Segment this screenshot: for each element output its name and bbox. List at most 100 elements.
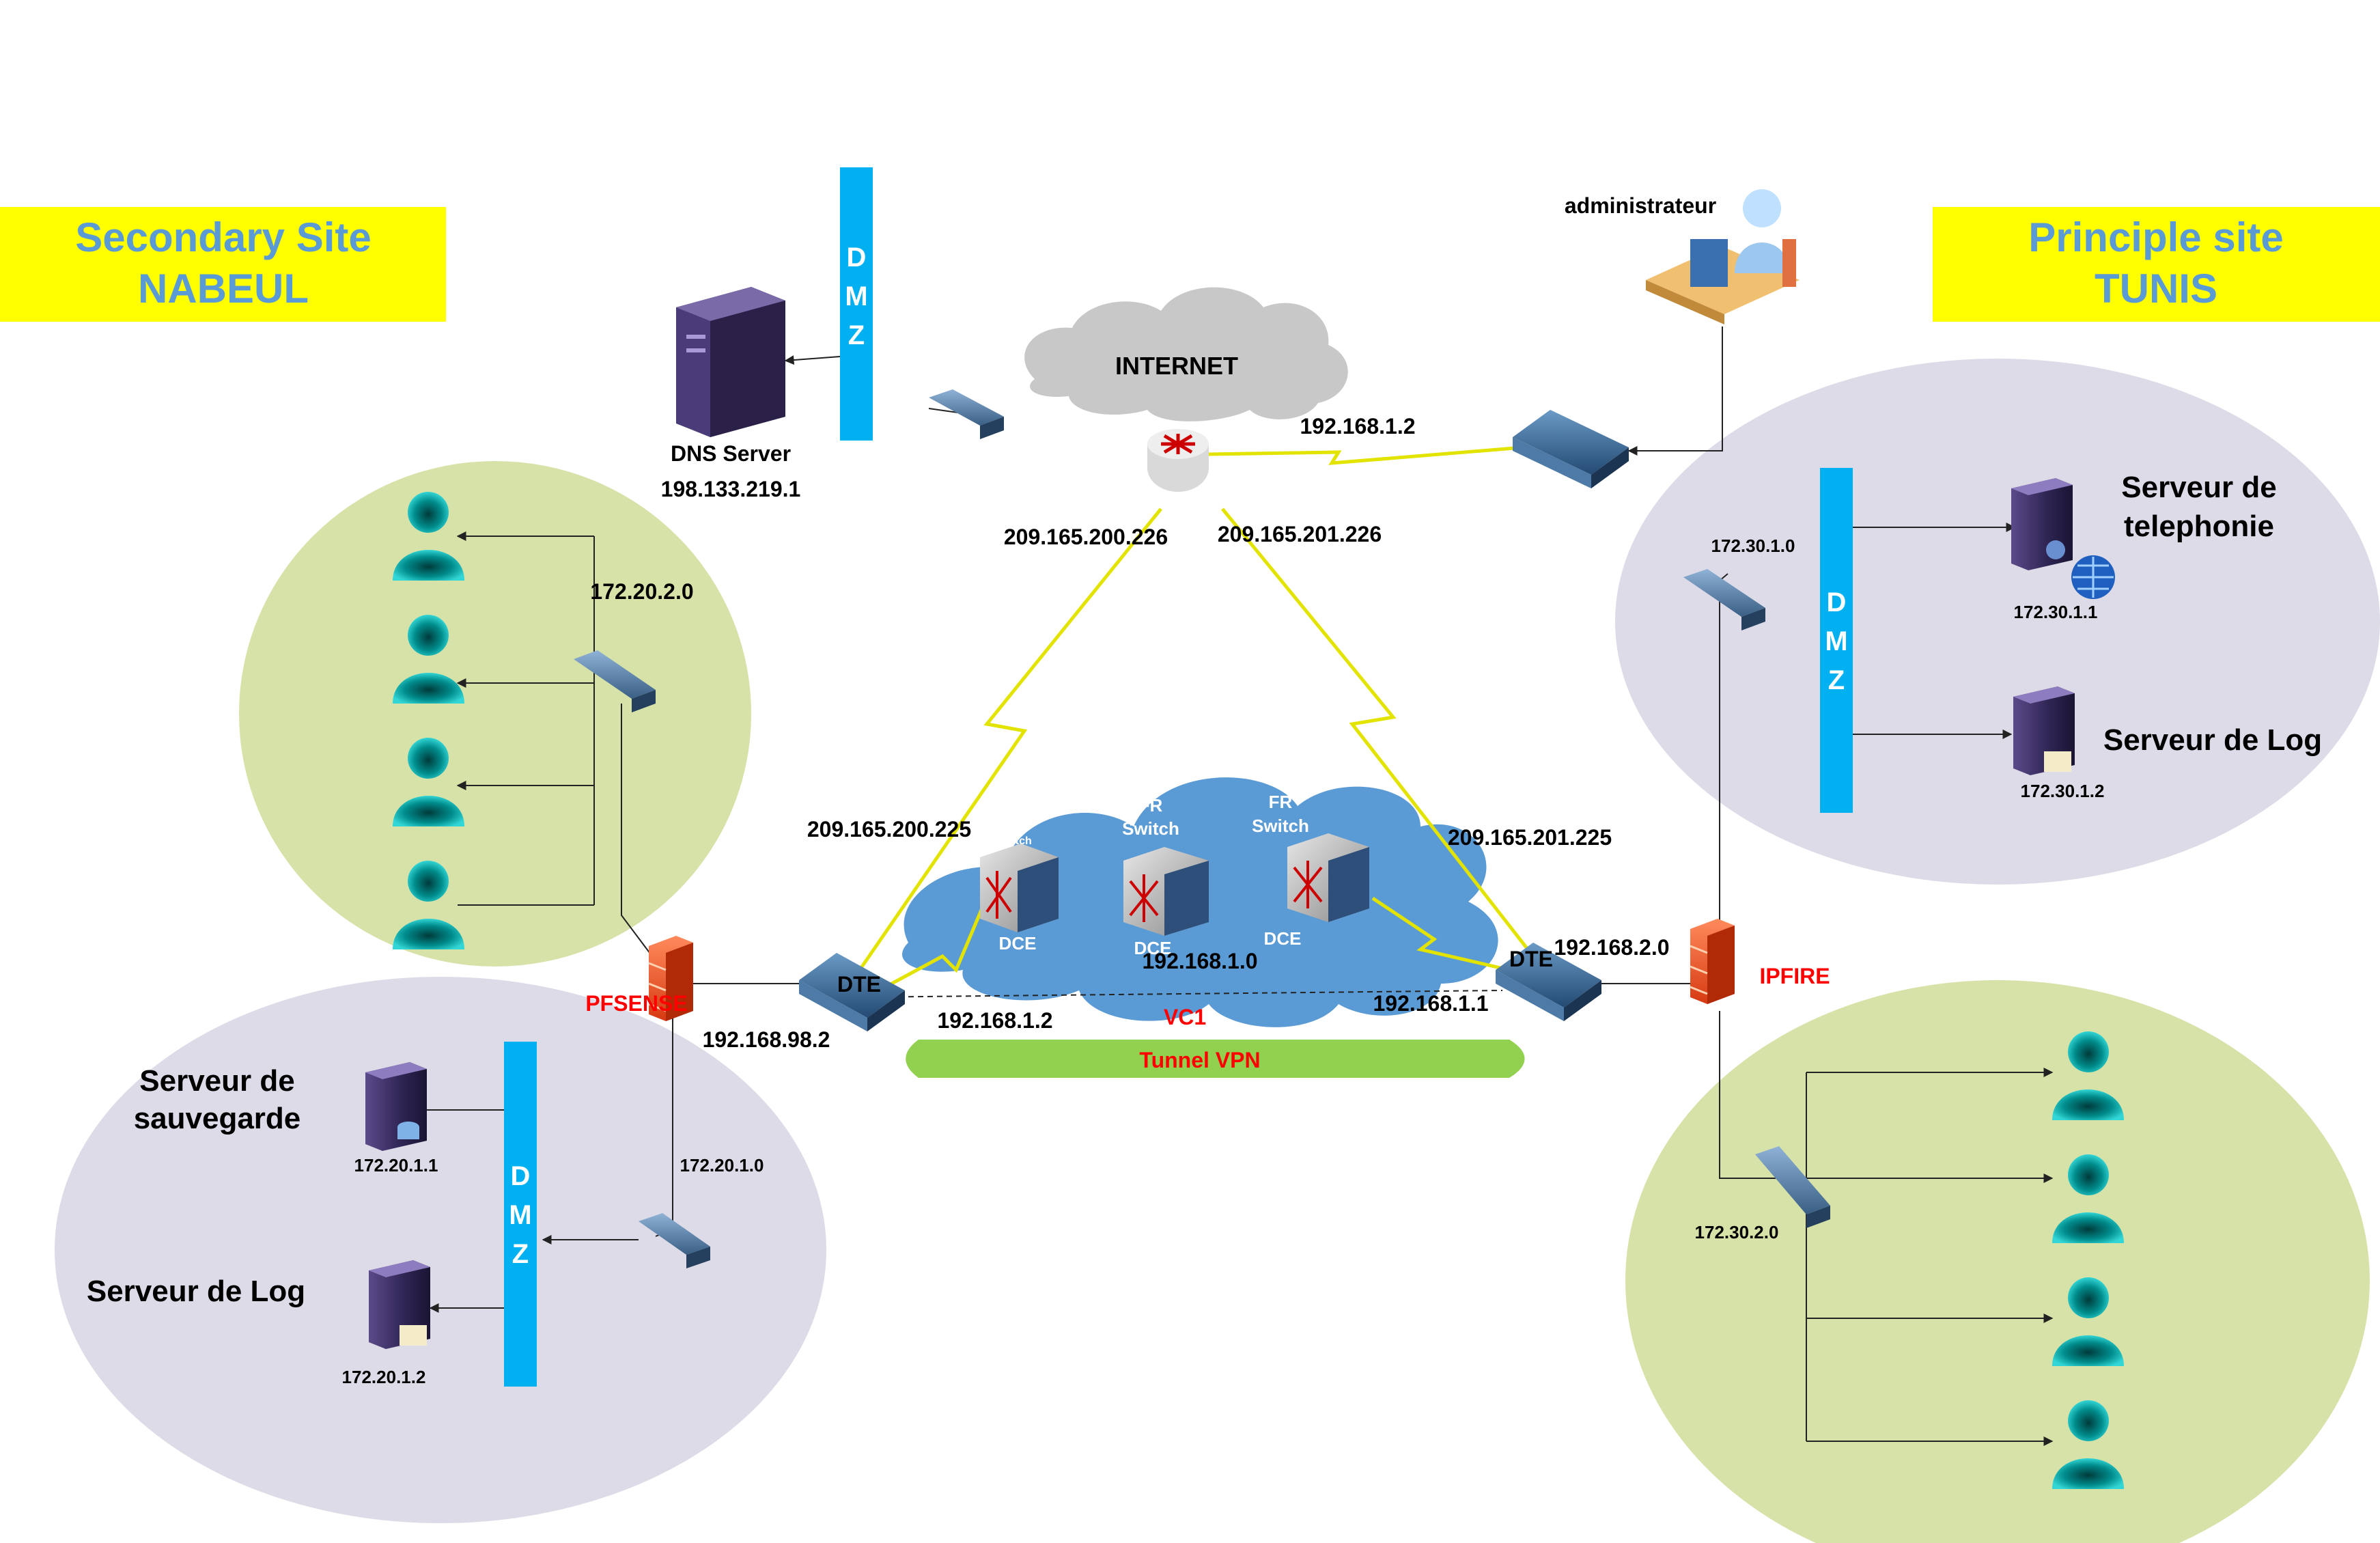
vpn-tunnel-label: Tunnel VPN	[1139, 1048, 1260, 1072]
link-right-dce	[1371, 896, 1510, 972]
left-dte-icon: DTE	[799, 953, 905, 1031]
dce-right-label: DCE	[1264, 928, 1302, 949]
right-dte-label: DTE	[1509, 947, 1553, 971]
principal-users	[2052, 1031, 2124, 1489]
fr-switch-right-label-1: FR	[1269, 792, 1293, 812]
dce-middle-label: DCE	[1134, 938, 1172, 958]
admin-access-device-icon	[1513, 410, 1629, 488]
principal-dmz-net: 172.30.1.0	[1711, 536, 1795, 556]
user-icon	[2052, 1154, 2124, 1243]
left-dte-label: DTE	[837, 972, 881, 997]
principal-site-city: TUNIS	[2095, 266, 2217, 311]
principal-lan-switch-icon	[1755, 1146, 1830, 1228]
backup-server-line2: sauvegarde	[134, 1102, 301, 1135]
internet-router-icon	[1147, 429, 1209, 492]
vc1-label: VC1	[1164, 1005, 1206, 1029]
secondary-users	[393, 492, 464, 949]
left-dte-ip: 192.168.1.2	[937, 1008, 1052, 1033]
link-router-left-dte	[848, 508, 1162, 985]
secondary-log-server-ip: 172.20.1.2	[342, 1367, 426, 1387]
svg-text:D: D	[511, 1161, 531, 1191]
dmz-bar-internet: D M Z	[840, 167, 873, 441]
admin-link-ip: 192.168.1.2	[1300, 414, 1415, 439]
user-icon	[2052, 1400, 2124, 1489]
pfsense-label: PFSENSE	[585, 991, 687, 1016]
secondary-site-city: NABEUL	[138, 266, 309, 311]
secondary-lan-zone	[239, 461, 751, 967]
pfsense-firewall-icon	[648, 936, 693, 1021]
svg-text:Z: Z	[848, 320, 865, 350]
ipfire-label: IPFIRE	[1759, 964, 1830, 988]
user-icon	[2052, 1277, 2124, 1366]
wan-left-ip: 209.165.200.225	[807, 817, 971, 842]
wan-links	[848, 445, 1535, 1006]
dmz-bar-secondary: D M Z	[504, 1042, 537, 1387]
svg-text:M: M	[845, 281, 867, 311]
vpn-tunnel: Tunnel VPN	[906, 1040, 1525, 1078]
svg-text:D: D	[847, 242, 867, 273]
secondary-lan-net: 172.20.2.0	[590, 579, 693, 604]
principal-site-banner: Principle site TUNIS	[1933, 207, 2380, 322]
internet-cloud: INTERNET	[1024, 287, 1348, 421]
svg-text:Z: Z	[512, 1239, 529, 1269]
router-left-ip: 209.165.200.226	[1004, 525, 1168, 549]
phone-server-line1: Serveur de	[2121, 471, 2276, 504]
svg-text:M: M	[1825, 626, 1847, 656]
dns-server-ip: 198.133.219.1	[661, 477, 801, 501]
user-icon	[393, 492, 464, 581]
fr-switch-middle-label-2: Switch	[1122, 818, 1179, 839]
principal-log-server-ip: 172.30.1.2	[2021, 781, 2105, 801]
secondary-site-title: Secondary Site	[75, 214, 372, 260]
secondary-site-banner: Secondary Site NABEUL	[0, 207, 446, 322]
dns-server-name: DNS Server	[671, 441, 791, 466]
user-icon	[393, 738, 464, 826]
ipfire-firewall-icon	[1690, 919, 1735, 1004]
dmz-bar-principal: D M Z	[1820, 468, 1853, 813]
wan-network: 192.168.1.0	[1142, 949, 1257, 973]
fr-switch-right-label-2: Switch	[1252, 816, 1309, 836]
dce-left-label: DCE	[999, 933, 1037, 954]
fr-switch-middle-icon: FR Switch DCE	[1122, 795, 1209, 958]
fr-switch-right-icon: FR Switch DCE	[1252, 792, 1369, 949]
secondary-dmz-net: 172.20.1.0	[680, 1155, 764, 1176]
dns-server-icon	[676, 287, 785, 437]
principal-wan-net: 192.168.2.0	[1554, 935, 1669, 960]
principal-dmz-zone	[1615, 359, 2380, 885]
principal-log-server-name: Serveur de Log	[2103, 723, 2322, 757]
principal-dmz-switch-icon	[1683, 569, 1765, 630]
principal-log-server-icon	[2013, 686, 2075, 775]
phone-server-ip: 172.30.1.1	[2014, 602, 2098, 622]
principal-lan-net: 172.30.2.0	[1695, 1222, 1779, 1242]
svg-text:D: D	[1827, 587, 1847, 617]
router-right-ip: 209.165.201.226	[1218, 522, 1382, 546]
principal-site-title: Principle site	[2028, 214, 2283, 260]
svg-text:Z: Z	[1828, 665, 1845, 695]
right-dte-icon: DTE	[1496, 943, 1601, 1021]
backup-server-line1: Serveur de	[139, 1064, 294, 1098]
user-icon	[2052, 1031, 2124, 1120]
secondary-dmz-zone	[55, 977, 826, 1523]
dns-dmz-switch-icon	[929, 389, 1004, 439]
phone-server-icon	[2011, 478, 2115, 599]
principal-lan-zone	[1625, 980, 2370, 1543]
user-icon	[393, 861, 464, 949]
secondary-dmz-switch-icon	[639, 1213, 710, 1268]
svg-text:M: M	[509, 1200, 531, 1230]
admin-label: administrateur	[1565, 193, 1716, 218]
wan-right-ip: 209.165.201.225	[1448, 825, 1612, 850]
secondary-log-server-name: Serveur de Log	[87, 1275, 305, 1308]
user-icon	[393, 615, 464, 704]
admin-workstation-icon	[1646, 189, 1800, 324]
fr-switch-left-label: Switch	[996, 835, 1032, 847]
link-left-dce	[852, 904, 985, 1006]
fr-switch-middle-label-1: FR	[1139, 795, 1163, 816]
secondary-lan-switch-icon	[574, 650, 656, 712]
phone-server-line2: telephonie	[2124, 510, 2274, 543]
internet-label: INTERNET	[1115, 352, 1238, 380]
backup-server-ip: 172.20.1.1	[354, 1155, 438, 1176]
secondary-log-server-icon	[369, 1260, 430, 1349]
backup-server-icon	[365, 1062, 427, 1151]
secondary-wan-ip: 192.168.98.2	[703, 1027, 830, 1052]
link-router-right-dte	[1221, 508, 1535, 958]
